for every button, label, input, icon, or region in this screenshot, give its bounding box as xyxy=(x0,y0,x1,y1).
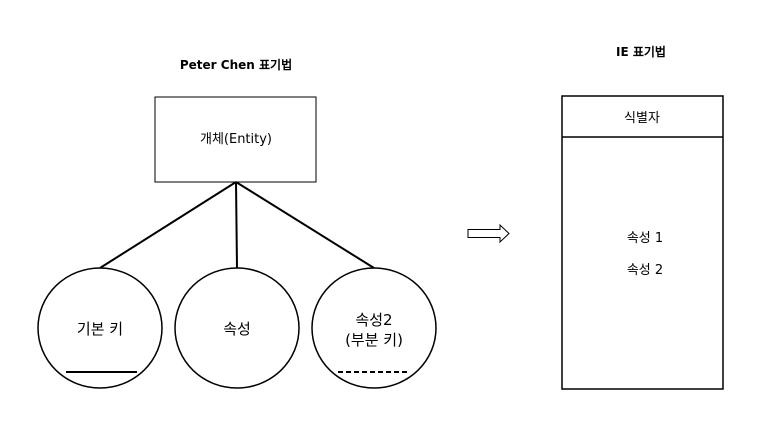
connector-line-partial-key xyxy=(235,181,375,269)
attribute-label-partial-key: 속성2 xyxy=(355,311,392,329)
connector-line-primary-key xyxy=(99,181,237,269)
chen-title: Peter Chen 표기법 xyxy=(180,57,292,72)
ie-identifier-label: 식별자 xyxy=(624,111,660,126)
ie-attribute-2: 속성 2 xyxy=(627,263,663,278)
hollow-right-arrow-icon xyxy=(467,223,510,244)
attribute-ellipse-plain xyxy=(174,267,300,389)
attribute-sublabel-partial-key: (부분 키) xyxy=(345,331,403,349)
attribute-ellipse-partial-key xyxy=(311,267,437,389)
ie-attribute-1: 속성 1 xyxy=(627,231,663,246)
entity-box xyxy=(154,96,317,183)
entity-label: 개체(Entity) xyxy=(200,132,272,147)
connector-line-attribute xyxy=(235,181,238,269)
attribute-label-plain: 속성 xyxy=(223,320,251,338)
attribute-label-primary-key: 기본 키 xyxy=(77,320,123,338)
ie-entity-box xyxy=(561,95,724,390)
ie-title: IE 표기법 xyxy=(616,44,666,59)
attribute-ellipse-primary-key xyxy=(37,267,163,389)
